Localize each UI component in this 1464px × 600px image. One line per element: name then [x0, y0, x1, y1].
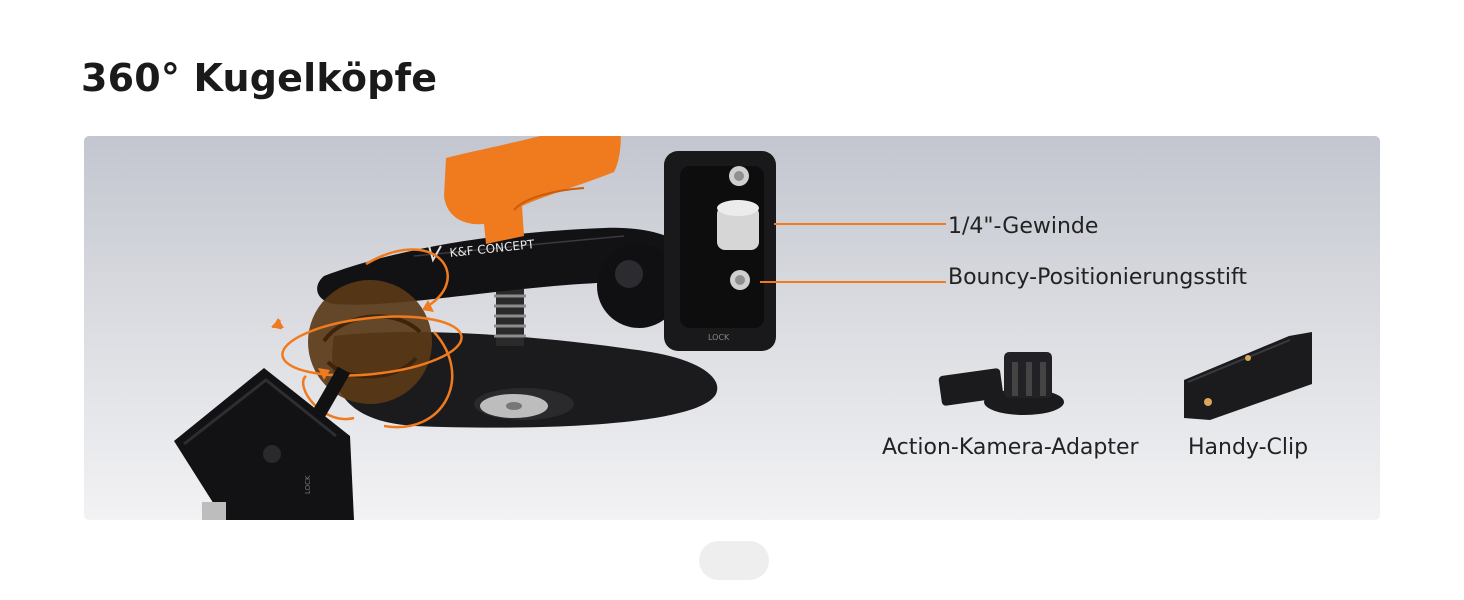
left-ball-joint	[308, 280, 432, 404]
right-mounting-plate: LOCK	[664, 151, 776, 351]
page-title: 360° Kugelköpfe	[81, 56, 438, 100]
upper-clamp-jaw: K&F CONCEPT	[317, 227, 694, 305]
rotation-arrows	[271, 248, 463, 429]
lock-mark-left: LOCK	[304, 475, 312, 494]
accessory-label-phone-clip: Handy-Clip	[1188, 435, 1309, 460]
lock-mark-right: LOCK	[708, 333, 730, 342]
pagination-indicator[interactable]	[699, 541, 769, 580]
phone-clip-icon	[1184, 332, 1312, 420]
action-camera-adapter-icon	[938, 352, 1064, 415]
orange-tightening-knob	[444, 136, 621, 244]
accessory-label-action-camera: Action-Kamera-Adapter	[882, 435, 1139, 460]
callout-lines	[760, 223, 946, 283]
right-ball-joint	[597, 244, 681, 328]
rotation-arrowheads	[272, 300, 434, 380]
product-illustration: K&F CONCEPT LOCK	[174, 136, 1312, 520]
pin-callout-label: Bouncy-Positionierungsstift	[948, 265, 1247, 290]
product-image-panel: K&F CONCEPT LOCK	[84, 136, 1380, 520]
thread-callout-label: 1/4"-Gewinde	[948, 214, 1099, 239]
left-mounting-block: LOCK	[174, 366, 354, 520]
